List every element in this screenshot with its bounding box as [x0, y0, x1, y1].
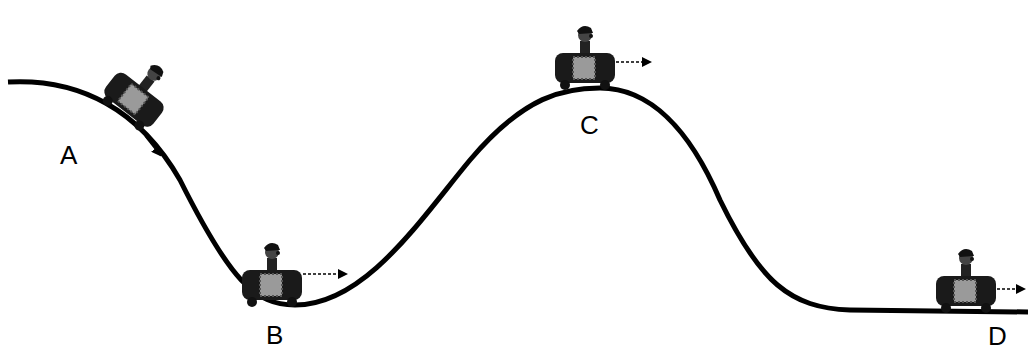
point-label: D [988, 323, 1007, 349]
point-label: B [266, 322, 283, 348]
track [8, 82, 1028, 312]
velocity-arrow [997, 288, 1024, 290]
cart [242, 243, 302, 307]
velocity-arrow [616, 61, 650, 63]
cart [97, 48, 184, 135]
cart [555, 26, 615, 90]
point-label: C [580, 112, 599, 138]
velocity-arrow [303, 273, 346, 275]
velocity-arrow [145, 136, 160, 155]
point-label: A [60, 142, 77, 168]
cart [936, 249, 996, 313]
